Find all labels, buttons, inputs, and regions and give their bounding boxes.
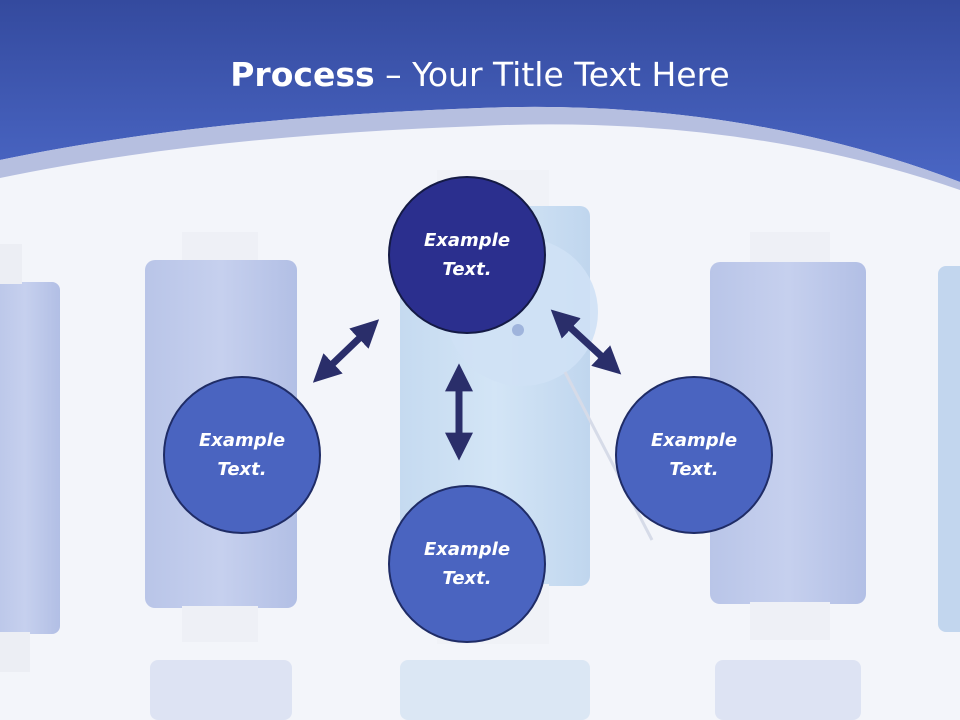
slide-title-rest: – Your Title Text Here: [374, 55, 730, 94]
node-bottom-line1: Example: [423, 539, 511, 560]
node-right-line2: Text.: [669, 459, 719, 480]
process-node-right: Example Text.: [615, 376, 773, 534]
process-node-left: Example Text.: [163, 376, 321, 534]
node-left-line2: Text.: [217, 459, 267, 480]
process-node-bottom: Example Text.: [388, 485, 546, 643]
slide-title: Process – Your Title Text Here: [0, 52, 960, 98]
slide-title-bold: Process: [230, 55, 375, 94]
node-top-line2: Text.: [442, 259, 492, 280]
node-left-line1: Example: [198, 430, 286, 451]
process-node-top: Example Text.: [388, 176, 546, 334]
node-top-line1: Example: [423, 230, 511, 251]
node-right-line1: Example: [650, 430, 738, 451]
node-bottom-line2: Text.: [442, 568, 492, 589]
